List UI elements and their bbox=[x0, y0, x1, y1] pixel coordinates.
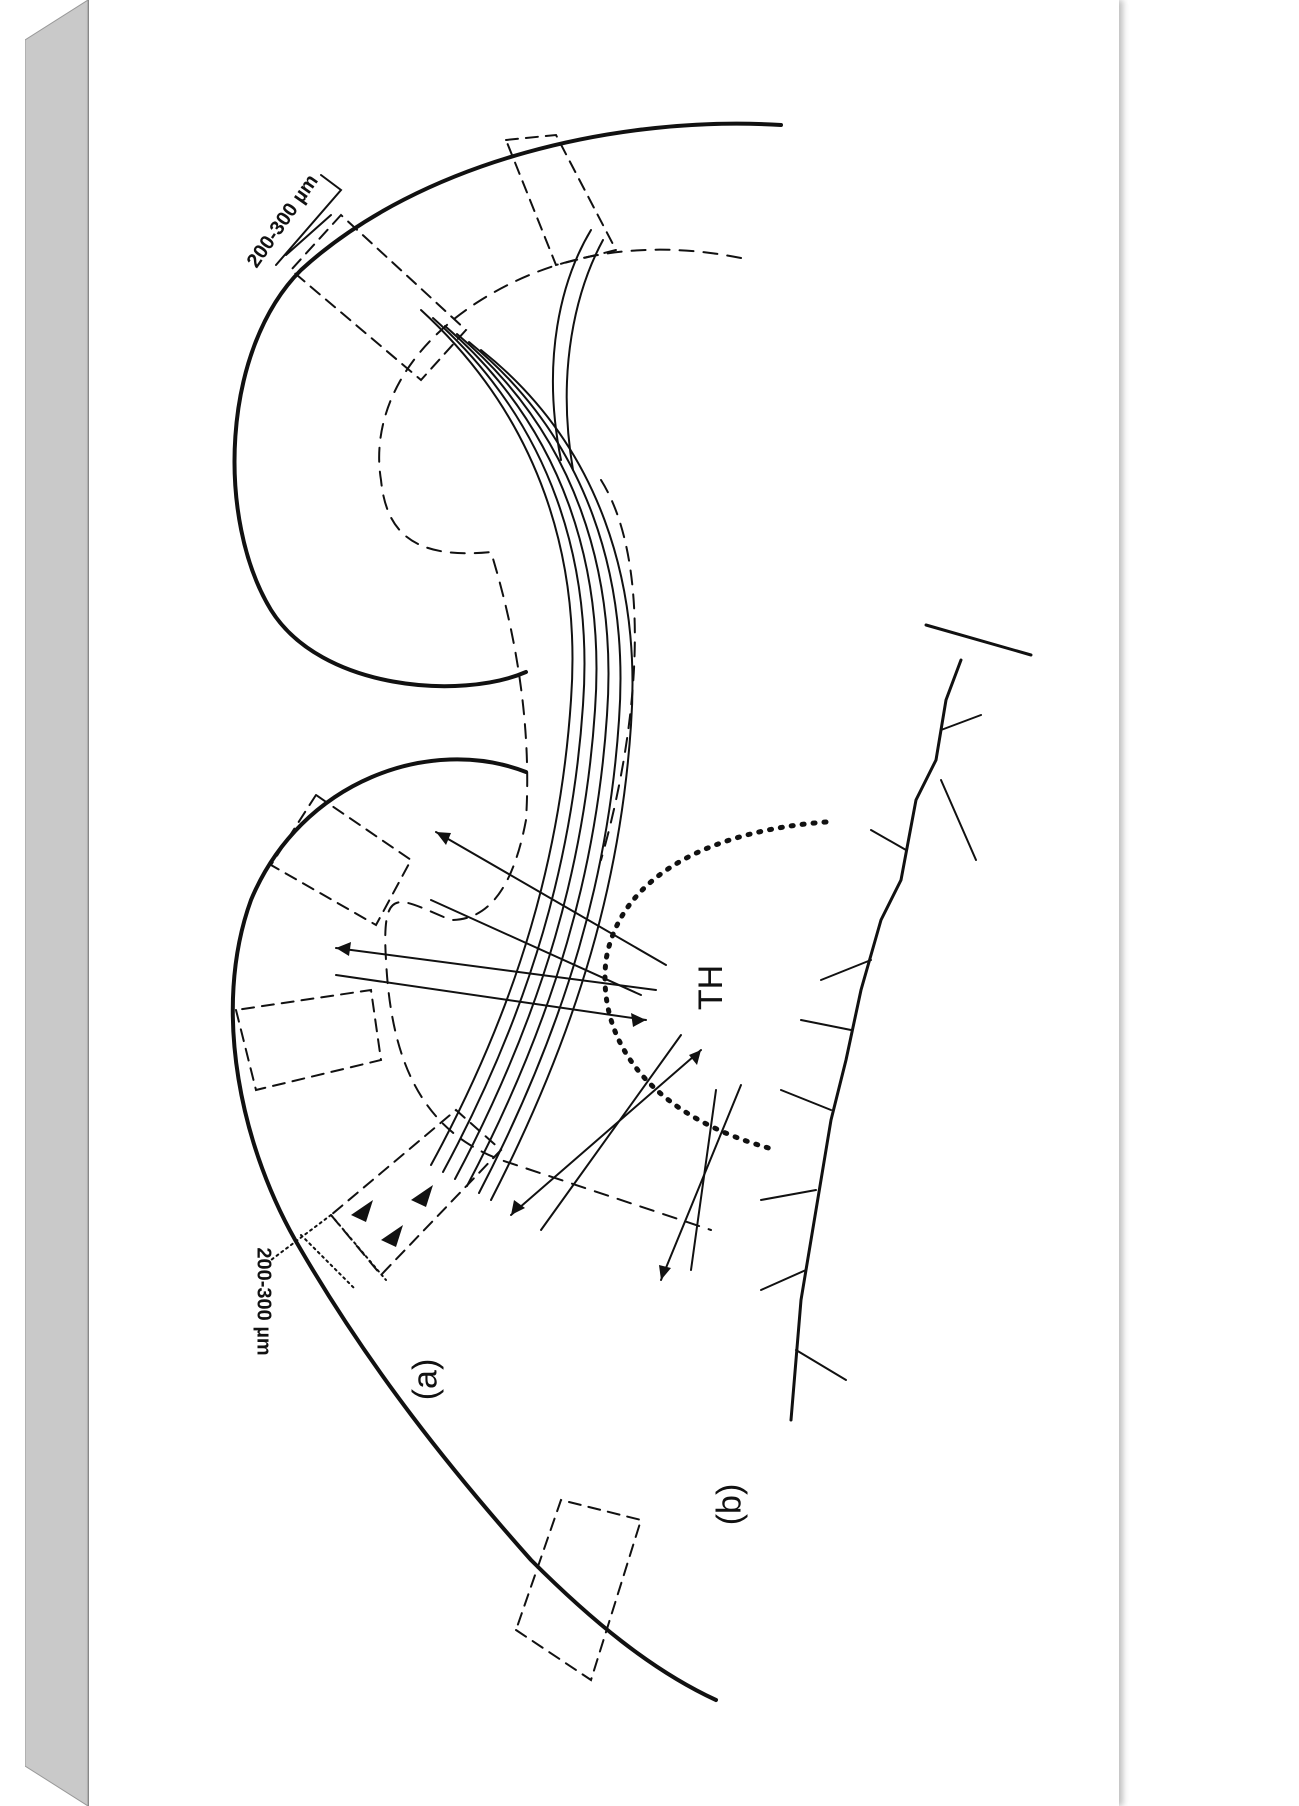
panel-b-label: (b) bbox=[710, 1483, 749, 1526]
scale-label-lower: 200-300 µm bbox=[252, 1247, 275, 1356]
panel-a-label: (a) bbox=[406, 1358, 445, 1401]
thalamus-label: TH bbox=[692, 964, 731, 1011]
projection-arrows bbox=[335, 831, 742, 1281]
thalamic-axon-branch bbox=[789, 658, 963, 1422]
axon-collaterals bbox=[760, 714, 982, 1381]
dashed-boundary bbox=[600, 479, 636, 861]
cortical-columns bbox=[234, 133, 643, 1682]
book-spine bbox=[25, 0, 88, 1806]
arrowheads bbox=[336, 832, 701, 1280]
cortex-outline-lower bbox=[230, 757, 718, 1702]
dashed-boundary bbox=[378, 248, 742, 1231]
cortex-outline-upper bbox=[232, 121, 783, 689]
scale-line bbox=[924, 623, 1033, 657]
thalamus-outline bbox=[602, 819, 829, 1153]
cortical-projection-diagram bbox=[230, 121, 1033, 1702]
fiber-bundle bbox=[420, 229, 634, 1201]
scale-bar-upper bbox=[275, 174, 343, 266]
book-page: (a) (b) TH 200-300 µm 200-300 µm bbox=[88, 0, 1119, 1806]
scale-bar-lower bbox=[270, 1214, 387, 1291]
